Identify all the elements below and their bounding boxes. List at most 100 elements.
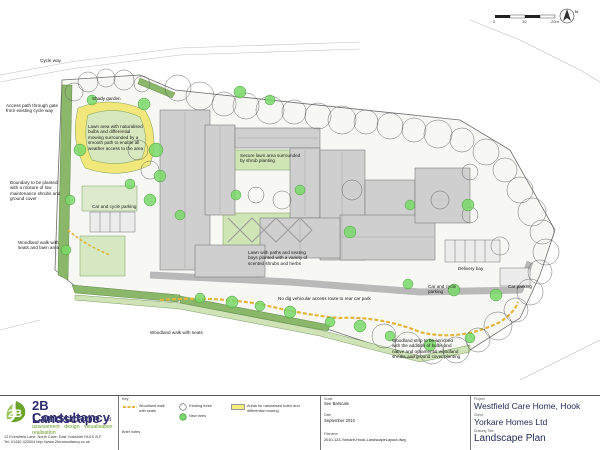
existing-tree [449,127,475,153]
new-tree [353,319,367,333]
scale-field-value: See Barscale [324,401,349,406]
new-tree [404,199,416,211]
existing-tree [272,190,292,210]
company-name-line1: 2B Landscape [32,398,100,426]
callout-cycle-way: Cycle way [40,58,61,63]
company-block: 2B 2B Landscape Consultancy Ltd assessme… [0,396,118,450]
title-block: 2B 2B Landscape Consultancy Ltd assessme… [0,395,600,450]
new-tree [73,143,87,157]
new-tree [464,332,476,344]
project-title-block: Project Westfield Care Home, Hook Client… [470,396,600,450]
drawing-title: Landscape Plan [474,433,546,444]
lattice-paths [227,217,313,243]
existing-tree [423,119,453,149]
existing-tree [127,139,149,161]
new-tree [447,283,461,297]
callout-boundary-planting: Boundary to be planted with a mixture of… [10,180,61,202]
new-tree [489,288,503,302]
existing-trees [64,68,560,365]
existing-tree [164,74,192,102]
existing-tree [394,331,422,359]
callout-woodland-strip: Woodland strip to be enriched with the a… [392,338,461,360]
key-block: Key Woodland walk with seats Existing tr… [118,396,320,450]
brief-notes-label: Brief notes [122,430,141,434]
new-tree [230,189,242,201]
new-tree [153,169,167,183]
north-label: N [575,9,578,14]
existing-tree [353,109,379,135]
filename-field-label: Filename [324,432,338,436]
woodland-walk-path [159,297,520,337]
project-field-label: Project [474,397,485,401]
existing-tree [483,311,513,341]
new-tree [402,278,414,290]
scale-label-10: 10 [522,19,527,24]
existing-tree [442,336,470,364]
filename-field-value: 2010-123-Yorkare-Hook-LandscapeLayout.dw… [324,437,406,442]
existing-tree [516,278,544,306]
existing-tree [341,179,363,201]
parking-bays [89,211,531,287]
callout-woodland-walk-seats: Woodland walk with seats [150,330,203,335]
callout-delivery-bay: Delivery bay [458,266,484,271]
callout-shady-garden: Shady garden [92,96,121,101]
callout-car-cycle-parking-west: Car and cycle parking [92,204,137,209]
key-existing-trees-label: Existing trees [189,404,212,408]
new-tree [143,193,157,207]
existing-tree [133,75,151,93]
client-name: Yorkare Homes Ltd [474,417,548,427]
existing-tree [529,219,555,245]
company-name-suffix: Ltd [104,417,111,423]
existing-tree [503,297,529,323]
new-tree [423,338,437,352]
key-existing-trees-swatch [179,403,187,411]
existing-tree [211,91,237,117]
key-woodland-walk-label: Woodland walk with seats [139,404,165,413]
new-tree [461,198,475,212]
callout-woodland-walk-lawn: Woodland walk with seats and lawn area [18,240,60,251]
new-tree [225,295,239,309]
new-tree [384,330,396,342]
company-logo-icon: 2B [6,401,26,423]
new-tree [64,194,76,206]
new-tree [254,300,266,312]
existing-tree [281,99,307,125]
new-tree [194,292,206,304]
new-tree [137,97,151,111]
new-tree [233,85,247,99]
project-name: Westfield Care Home, Hook [474,401,581,411]
key-title: Key [122,397,129,401]
company-address: 12 Eversfield Lane, North Cave, East Yor… [4,435,102,439]
existing-tree [506,176,534,204]
new-tree [324,316,336,328]
existing-tree [490,236,510,256]
existing-tree [461,163,479,181]
callout-car-parking: Car parking [508,284,532,289]
client-field-label: Client [474,413,483,417]
key-bulb-area-swatch [231,404,245,410]
key-new-trees-swatch [179,413,187,421]
existing-tree [376,112,404,140]
date-field-label: Date [324,413,332,417]
roof-lines [184,112,433,268]
svg-text:2B: 2B [8,408,22,420]
callout-car-cycle-parking-east: Car and cycle parking [428,284,457,295]
existing-tree [327,105,357,135]
north-arrow-icon [559,8,575,24]
callout-no-dig-route: No dig vehicular access route to rear ca… [278,296,371,301]
existing-tree [96,68,116,88]
new-tree [124,178,136,190]
company-name-line2: Consultancy [32,410,111,425]
callout-secure-lawn: Secure lawn area surrounded by shrub pla… [240,153,301,164]
callout-lawn-paths: Lawn with paths and seating bays planted… [248,250,308,266]
key-new-trees-label: New trees [189,414,207,418]
new-tree [174,209,186,221]
bar-scale [495,14,556,19]
new-tree [148,142,164,158]
scale-field-label: Scale [324,397,333,401]
existing-tree [113,69,135,91]
scale-label-20: 20m [551,19,559,24]
date-field-value: September 2010 [324,418,355,423]
new-trees [60,85,503,352]
new-tree [86,94,98,106]
